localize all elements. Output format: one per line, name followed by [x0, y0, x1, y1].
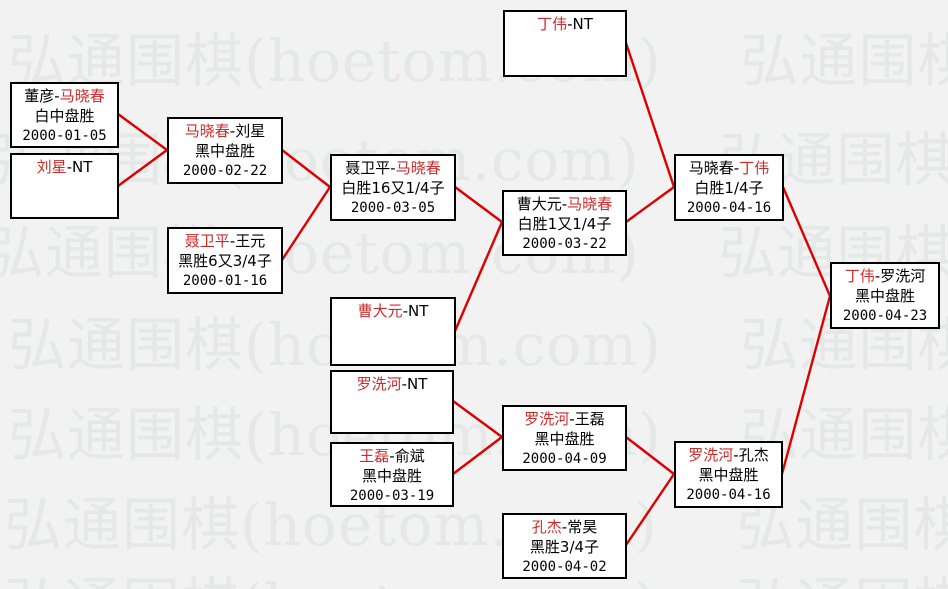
match-box-r3-luoxihe-nt: 罗洗河-NT [330, 370, 454, 434]
match-date: 2000-01-16 [182, 273, 268, 289]
connector-line [454, 186, 503, 223]
player-name: -刘星 [229, 122, 266, 140]
connector-line [452, 400, 503, 438]
match-players: 曹大元-马晓春 [504, 194, 625, 214]
match-players: 曹大元-NT [332, 301, 454, 321]
player-name-winner: 马晓春 [184, 122, 230, 140]
player-name: -罗洗河 [874, 267, 926, 285]
player-name-winner: 孔杰 [531, 518, 562, 536]
match-date: 2000-04-23 [842, 308, 928, 324]
player-name-winner: 罗洗河 [524, 410, 570, 428]
match-result: 白胜1/4子 [694, 179, 764, 197]
player-name-winner: 刘星 [36, 158, 67, 176]
connector-line [280, 186, 332, 261]
player-name: -王元 [229, 232, 266, 250]
player-name-winner: 罗洗河 [688, 446, 734, 464]
connector-line [781, 186, 832, 297]
match-date: 2000-03-05 [350, 200, 436, 216]
player-name-winner: 曹大元 [357, 302, 403, 320]
connector-line [117, 149, 168, 187]
match-players: 王磊-俞斌 [332, 446, 452, 466]
connector-line [452, 436, 503, 475]
match-date: 2000-02-22 [182, 163, 268, 179]
match-players: 罗洗河-王磊 [504, 409, 625, 429]
match-result: 白胜1又1/4子 [517, 215, 612, 233]
connector-line [624, 42, 676, 188]
player-name: 马晓春- [688, 159, 740, 177]
match-result: 白中盘胜 [34, 107, 95, 125]
player-name: -俞斌 [389, 447, 425, 465]
player-name-winner: 聂卫平 [184, 232, 230, 250]
player-name: -NT [567, 15, 593, 33]
match-box-r3-caodayuan-nt: 曹大元-NT [330, 297, 456, 366]
match-box-r1-liuxing-nt: 刘星-NT [10, 153, 119, 219]
match-players: 刘星-NT [12, 157, 117, 177]
connector-line [281, 149, 331, 188]
match-result: 黑胜3/4子 [529, 538, 600, 556]
player-name: -NT [402, 302, 429, 320]
player-name-winner: 丁伟 [739, 159, 770, 177]
match-result: 黑中盘胜 [194, 142, 255, 160]
player-name-winner: 马晓春 [567, 195, 613, 213]
player-name: 聂卫平- [345, 159, 396, 177]
player-name-winner: 罗洗河 [356, 375, 402, 393]
player-name-winner: 丁伟 [537, 15, 568, 33]
match-date: 2000-04-16 [686, 487, 771, 503]
match-box-r4-dingwei-nt: 丁伟-NT [503, 10, 627, 77]
match-date: 2000-03-22 [522, 236, 607, 252]
match-players: 丁伟-NT [505, 14, 625, 34]
match-players: 罗洗河-孔杰 [676, 445, 781, 465]
player-name: -常昊 [561, 518, 598, 536]
match-date: 2000-01-05 [22, 128, 107, 144]
match-players: 丁伟-罗洗河 [832, 266, 938, 286]
player-name-winner: 马晓春 [395, 159, 441, 177]
match-result: 黑中盘胜 [361, 467, 422, 485]
match-players: 孔杰-常昊 [504, 517, 625, 537]
match-players: 聂卫平-王元 [169, 231, 281, 251]
connector-line [625, 436, 675, 475]
player-name: -NT [66, 158, 93, 176]
match-date: 2000-04-16 [686, 200, 772, 216]
match-players: 董彦-马晓春 [12, 86, 117, 106]
player-name-winner: 丁伟 [844, 267, 875, 285]
match-date: 2000-04-09 [522, 451, 607, 467]
connector-line [780, 295, 832, 475]
connector-line [625, 473, 675, 546]
match-result: 黑中盘胜 [534, 430, 595, 448]
player-name: 董彦- [24, 87, 60, 105]
player-name: -孔杰 [733, 446, 769, 464]
match-players: 罗洗河-NT [332, 374, 452, 394]
match-players: 马晓春-刘星 [169, 121, 281, 141]
match-result: 黑中盘胜 [854, 287, 915, 305]
match-players: 聂卫平-马晓春 [332, 158, 454, 178]
player-name: -王磊 [569, 410, 605, 428]
player-name: -NT [401, 375, 428, 393]
match-date: 2000-04-02 [522, 559, 607, 575]
match-result: 黑胜6又3/4子 [178, 252, 272, 270]
connector-line [453, 221, 504, 332]
player-name-winner: 王磊 [359, 447, 390, 465]
player-name: 曹大元- [516, 195, 568, 213]
connector-line [117, 113, 168, 151]
match-result: 黑中盘胜 [698, 466, 759, 484]
match-date: 2000-03-19 [349, 488, 435, 504]
connector-line [625, 186, 675, 223]
player-name-winner: 马晓春 [59, 87, 105, 105]
match-result: 白胜16又1/4子 [341, 179, 445, 197]
match-players: 马晓春-丁伟 [676, 158, 782, 178]
